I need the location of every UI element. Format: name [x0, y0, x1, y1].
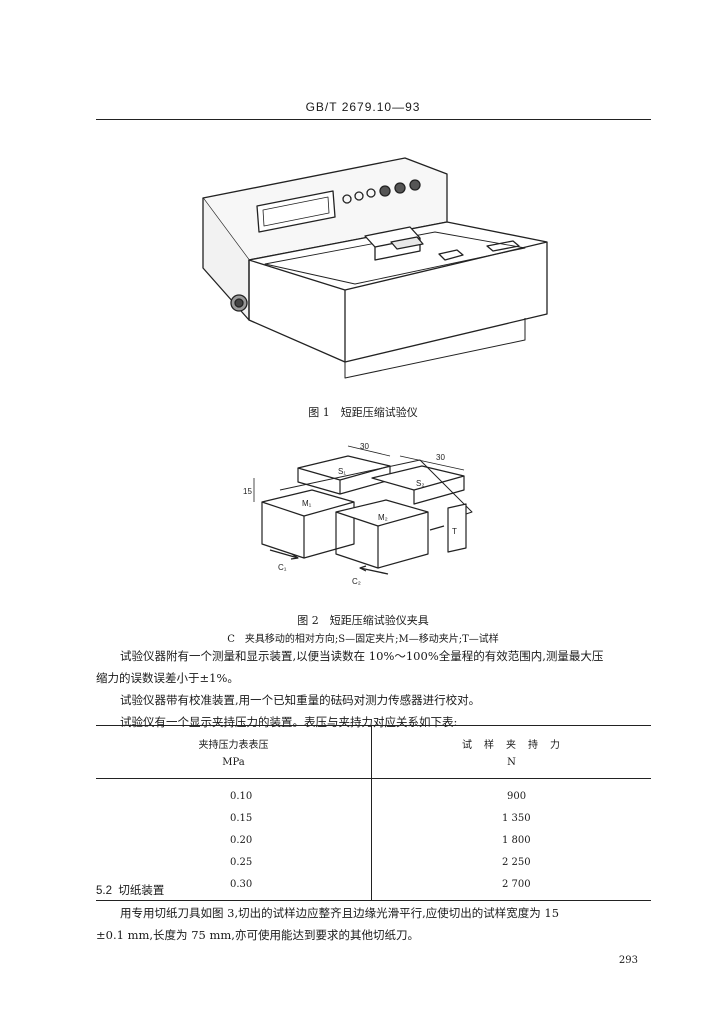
paragraph-1-line-1: 试验仪器附有一个测量和显示装置,以便当读数在 10%～100%全量程的有效范围内… [120, 649, 604, 663]
figure-1-caption: 图 1 短距压缩试验仪 [308, 406, 418, 419]
dim-right-label: 30 [436, 453, 445, 462]
section-line-2: ±0.1 mm,长度为 75 mm,亦可使用能达到要求的其他切纸刀。 [96, 928, 419, 942]
table-row: 0.10 900 [96, 778, 651, 802]
table-cell-force: 900 [507, 791, 527, 802]
table-header-row: 夹持压力表表压 试 样 夹 持 力 [96, 725, 651, 751]
label-c2: C₂ [352, 577, 361, 586]
section-number: 5.2 [96, 885, 112, 897]
header-rule [96, 119, 651, 120]
table-cell-pressure: 0.10 [96, 778, 372, 802]
table-header-force: 试 样 夹 持 力 [462, 740, 561, 751]
table-unit-row: MPa N [96, 751, 651, 779]
table-cell-pressure: 0.25 [96, 846, 372, 868]
label-s1: S₁ [338, 467, 346, 476]
table-cell-force: 2 250 [502, 857, 531, 868]
table-row: 0.20 1 800 [96, 824, 651, 846]
label-t: T [452, 527, 457, 536]
label-m1: M₁ [302, 499, 312, 508]
paragraph-1-line-2: 缩力的误数误差小于±1%。 [96, 671, 239, 685]
table-cell-pressure: 0.30 [96, 868, 372, 901]
table-cell-pressure: 0.20 [96, 824, 372, 846]
dim-top-label: 30 [360, 442, 369, 451]
table-cell-force: 1 350 [502, 813, 531, 824]
label-s2: S₂ [416, 479, 424, 488]
label-c1: C₁ [278, 563, 287, 572]
table-header-pressure: 夹持压力表表压 [96, 725, 372, 751]
page-header: GB/T 2679.10—93 [305, 100, 421, 114]
table-cell-pressure: 0.15 [96, 802, 372, 824]
specimen-t [447, 503, 467, 553]
table-unit-force: N [507, 757, 516, 768]
label-m2: M₂ [378, 513, 388, 522]
table-cell-force: 2 700 [502, 879, 531, 890]
section-body: 用专用切纸刀具如图 3,切出的试样边应整齐且边缘光滑平行,应使切出的试样宽度为 … [96, 902, 651, 946]
page-number: 293 [618, 955, 638, 966]
paragraph-2: 试验仪器带有校准装置,用一个已知重量的砝码对测力传感器进行校对。 [120, 693, 481, 707]
clamping-force-table: 夹持压力表表压 试 样 夹 持 力 MPa N 0.10 900 0.15 1 … [96, 725, 651, 901]
section-heading: 5.2 切纸装置 [96, 882, 164, 898]
figure-2-fixture-drawing: 30 30 15 S₁ S₂ M₁ M₂ T C₁ C₂ [243, 442, 473, 586]
figure-1-instrument-drawing [202, 157, 548, 379]
table-cell-force: 1 800 [502, 835, 531, 846]
figure-2-caption: 图 2 短距压缩试验仪夹具 [297, 614, 429, 627]
table-unit-pressure: MPa [96, 751, 372, 779]
body-text: 试验仪器附有一个测量和显示装置,以便当读数在 10%～100%全量程的有效范围内… [96, 645, 651, 733]
table-row: 0.30 2 700 [96, 868, 651, 901]
dim-left-label: 15 [243, 487, 252, 496]
figure-2-legend: C 夹具移动的相对方向;S—固定夹片;M—移动夹片;T—试样 [227, 634, 499, 645]
section-title: 切纸装置 [118, 885, 165, 897]
table-row: 0.15 1 350 [96, 802, 651, 824]
section-line-1: 用专用切纸刀具如图 3,切出的试样边应整齐且边缘光滑平行,应使切出的试样宽度为 … [120, 906, 560, 920]
table-row: 0.25 2 250 [96, 846, 651, 868]
